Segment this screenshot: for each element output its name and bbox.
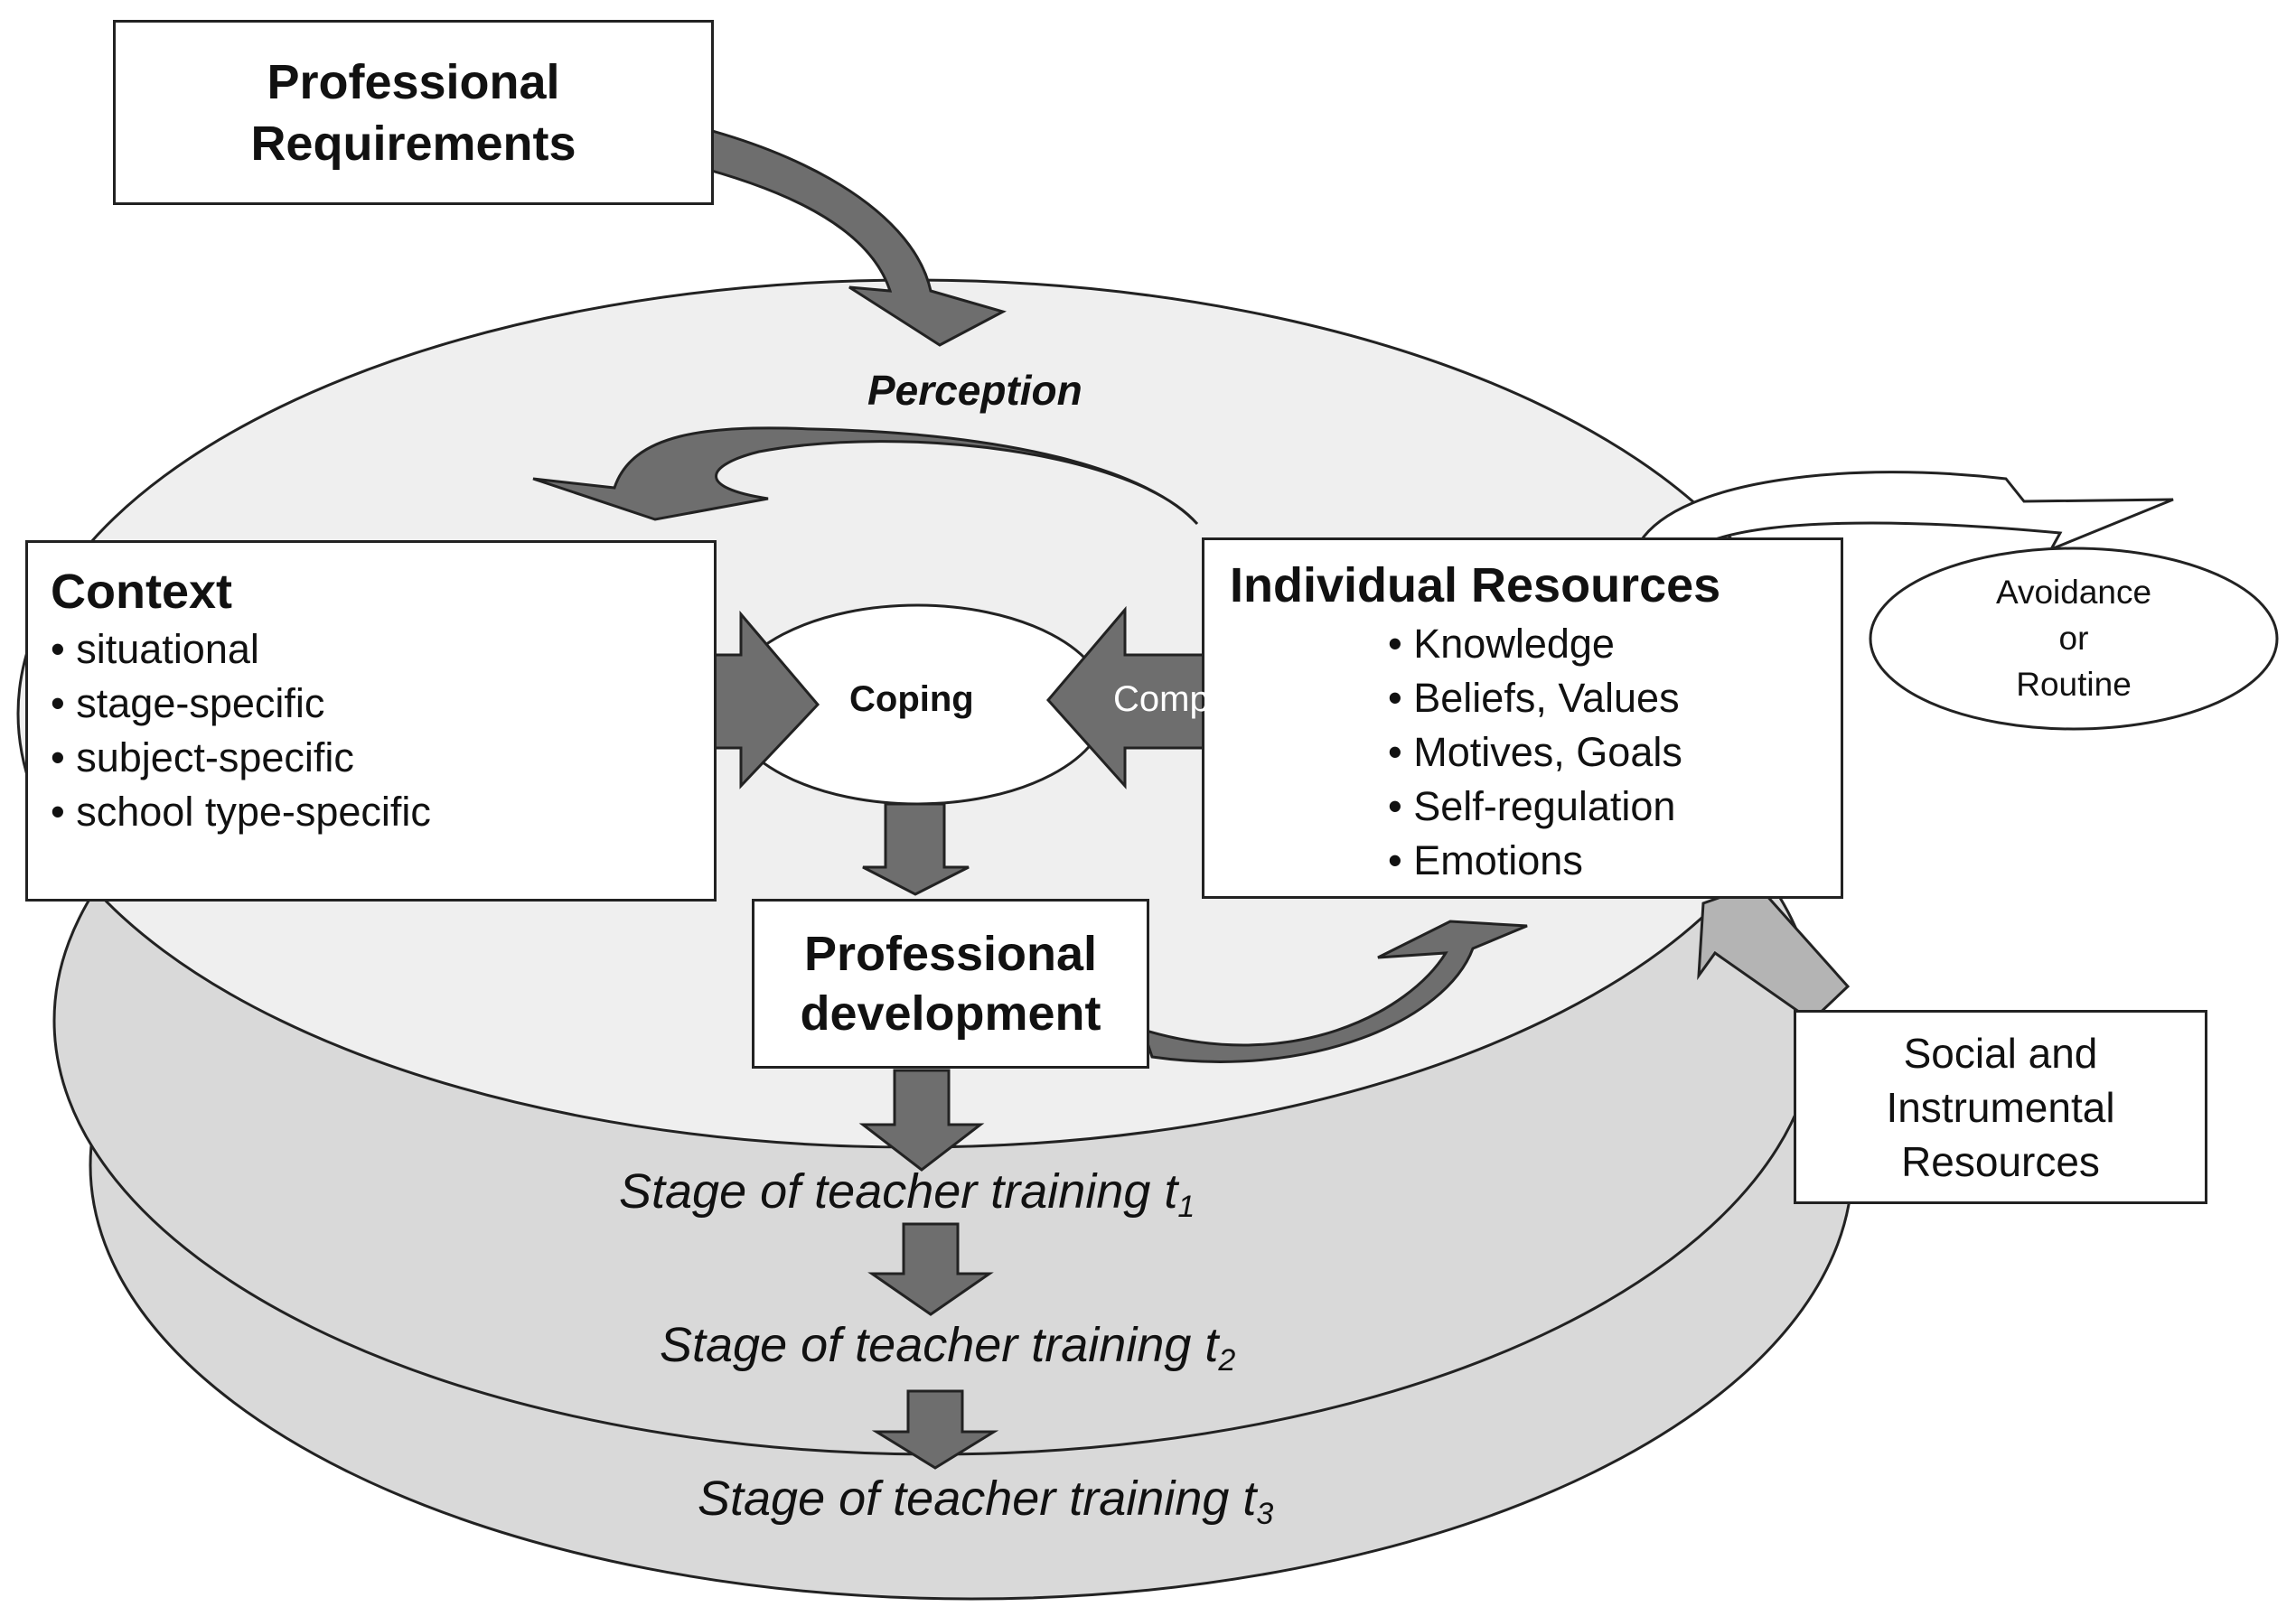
- stage-arrow-3: [871, 1389, 999, 1470]
- professional-development-line2: development: [800, 986, 1101, 1041]
- coping-label: Coping: [849, 679, 974, 719]
- professional-development-box: Professional development: [752, 899, 1149, 1069]
- resources-item: • Emotions: [1388, 837, 1583, 883]
- professional-requirements-line2: Requirements: [250, 116, 576, 171]
- resources-item: • Beliefs, Values: [1388, 675, 1680, 721]
- coping-down-arrow: [862, 802, 970, 896]
- stage-1-sub: 1: [1177, 1190, 1195, 1224]
- context-list: • situational • stage-specific • subject…: [51, 622, 714, 839]
- stage-label-1: Stage of teacher training t1: [619, 1163, 1195, 1225]
- avoidance-line1: Avoidance: [1995, 574, 2152, 611]
- stage-arrow-1: [858, 1069, 985, 1172]
- stage-3-text: Stage of teacher training t: [698, 1472, 1257, 1526]
- challenge-label: Challenge: [472, 679, 635, 719]
- stage-label-2: Stage of teacher training t2: [660, 1317, 1235, 1378]
- social-resources-line2: Instrumental: [1886, 1083, 2115, 1131]
- avoidance-label: Avoidance or Routine: [1934, 569, 2214, 707]
- stage-arrow-2: [867, 1222, 994, 1316]
- context-title: Context: [51, 565, 232, 619]
- individual-resources-list: • Knowledge • Beliefs, Values • Motives,…: [1230, 617, 1841, 888]
- perception-arrow: [532, 426, 1199, 526]
- resources-item: • Motives, Goals: [1388, 729, 1682, 775]
- resources-item: • Self-regulation: [1388, 783, 1676, 829]
- context-item: • situational: [51, 626, 259, 672]
- context-item: • subject-specific: [51, 734, 354, 780]
- social-resources-line3: Resources: [1901, 1137, 2100, 1185]
- context-item: • stage-specific: [51, 680, 325, 726]
- individual-resources-box: Individual Resources • Knowledge • Belie…: [1202, 537, 1843, 899]
- professional-requirements-box: Professional Requirements: [113, 20, 714, 205]
- individual-resources-title: Individual Resources: [1230, 558, 1721, 612]
- stage-2-text: Stage of teacher training t: [660, 1318, 1219, 1372]
- resources-item: • Knowledge: [1388, 621, 1615, 667]
- stage-label-3: Stage of teacher training t3: [698, 1471, 1273, 1532]
- competence-label: Competence: [1113, 679, 1318, 719]
- development-arrow: [1140, 920, 1528, 1063]
- stage-3-sub: 3: [1256, 1497, 1274, 1531]
- stage-2-sub: 2: [1218, 1343, 1236, 1378]
- avoidance-line3: Routine: [2016, 666, 2132, 703]
- professional-development-line1: Professional: [803, 927, 1098, 981]
- perception-label: Perception: [867, 367, 1082, 414]
- stage-1-text: Stage of teacher training t: [619, 1164, 1178, 1219]
- context-item: • school type-specific: [51, 789, 431, 835]
- avoidance-ellipse: [1869, 547, 2279, 731]
- social-resources-box: Social and Instrumental Resources: [1794, 1010, 2207, 1204]
- social-resources-line1: Social and: [1903, 1029, 2098, 1077]
- avoidance-arrow: [1637, 471, 2174, 553]
- context-box: Context • situational • stage-specific •…: [25, 540, 717, 902]
- avoidance-line2: or: [2058, 620, 2089, 657]
- requirements-arrow: [604, 108, 1007, 347]
- professional-requirements-line1: Professional: [267, 54, 560, 109]
